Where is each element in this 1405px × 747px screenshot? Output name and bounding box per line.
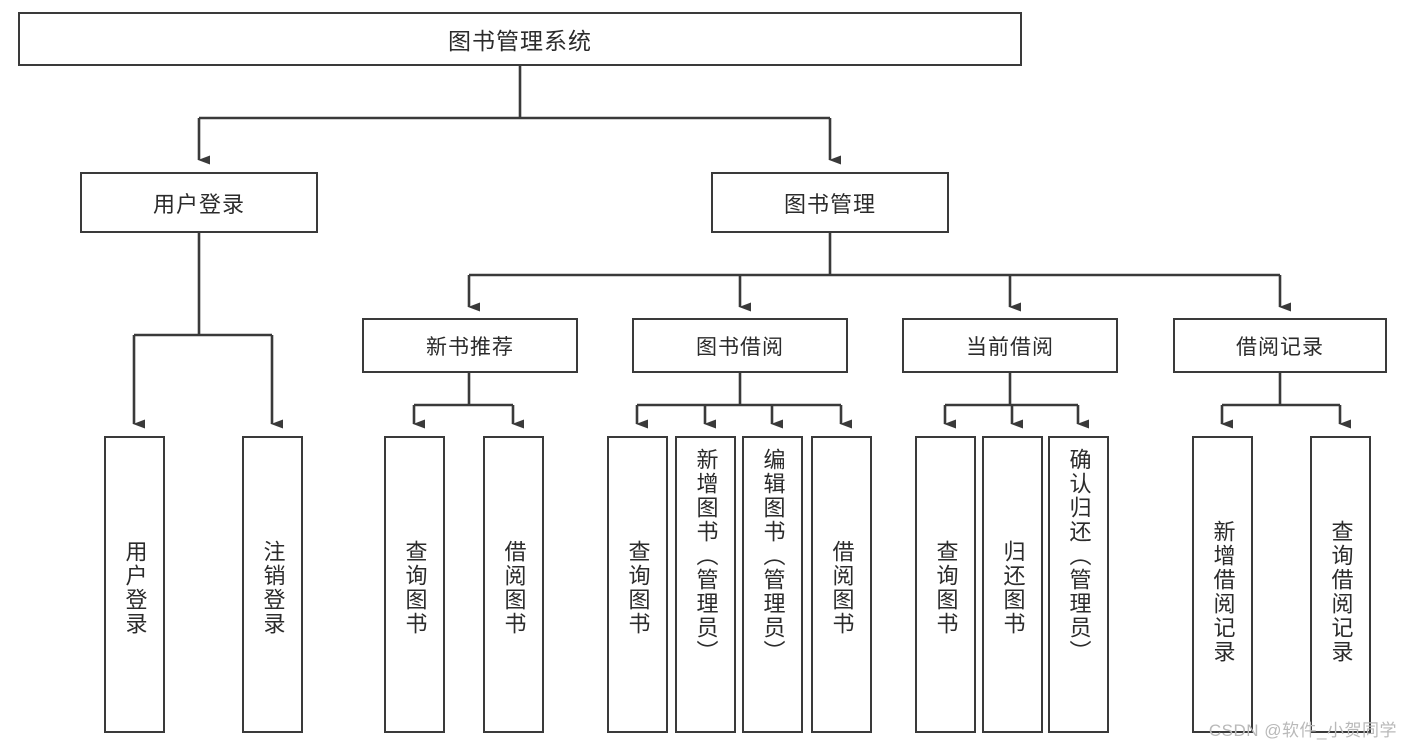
node-label: 借阅记录	[1236, 335, 1324, 359]
csdn-watermark: CSDN @软件_小贺同学	[1208, 721, 1397, 740]
leaf-label: 编辑图书（管理员）	[760, 448, 786, 664]
node-label: 新书推荐	[426, 335, 514, 359]
leaf-add-book-admin[interactable]: 新增图书（管理员）	[675, 436, 736, 733]
leaf-label: 新增借阅记录	[1210, 520, 1236, 664]
leaf-label: 借阅图书	[829, 540, 855, 636]
node-book-manage[interactable]: 图书管理	[711, 172, 949, 233]
leaf-logout-login[interactable]: 注销登录	[242, 436, 303, 733]
leaf-query-book-borrow[interactable]: 查询图书	[607, 436, 668, 733]
leaf-add-borrow-record[interactable]: 新增借阅记录	[1192, 436, 1253, 733]
node-borrow-record[interactable]: 借阅记录	[1173, 318, 1387, 373]
node-new-book-recommend[interactable]: 新书推荐	[362, 318, 578, 373]
leaf-label: 归还图书	[1000, 540, 1026, 636]
leaf-label: 新增图书（管理员）	[693, 448, 719, 664]
leaf-borrow-book-new-rec[interactable]: 借阅图书	[483, 436, 544, 733]
leaf-label: 查询图书	[933, 540, 959, 636]
node-label: 图书借阅	[696, 335, 784, 359]
leaf-label: 查询借阅记录	[1328, 520, 1354, 664]
node-current-borrow[interactable]: 当前借阅	[902, 318, 1118, 373]
node-label: 用户登录	[152, 191, 245, 217]
leaf-confirm-return-admin[interactable]: 确认归还（管理员）	[1048, 436, 1109, 733]
leaf-label: 注销登录	[260, 540, 286, 636]
leaf-return-book[interactable]: 归还图书	[982, 436, 1043, 733]
leaf-edit-book-admin[interactable]: 编辑图书（管理员）	[742, 436, 803, 733]
leaf-label: 查询图书	[402, 540, 428, 636]
node-book-borrow[interactable]: 图书借阅	[632, 318, 848, 373]
node-label: 当前借阅	[966, 335, 1054, 359]
leaf-query-book-new-rec[interactable]: 查询图书	[384, 436, 445, 733]
leaf-query-book-current[interactable]: 查询图书	[915, 436, 976, 733]
leaf-query-borrow-record[interactable]: 查询借阅记录	[1310, 436, 1371, 733]
leaf-user-login[interactable]: 用户登录	[104, 436, 165, 733]
node-user-login[interactable]: 用户登录	[80, 172, 318, 233]
node-label: 图书管理系统	[448, 28, 592, 54]
leaf-label: 用户登录	[122, 540, 148, 636]
node-label: 图书管理	[783, 191, 876, 217]
leaf-label: 确认归还（管理员）	[1066, 448, 1092, 664]
leaf-label: 查询图书	[625, 540, 651, 636]
leaf-borrow-book-borrow[interactable]: 借阅图书	[811, 436, 872, 733]
leaf-label: 借阅图书	[501, 540, 527, 636]
node-book-management-system[interactable]: 图书管理系统	[18, 12, 1022, 66]
